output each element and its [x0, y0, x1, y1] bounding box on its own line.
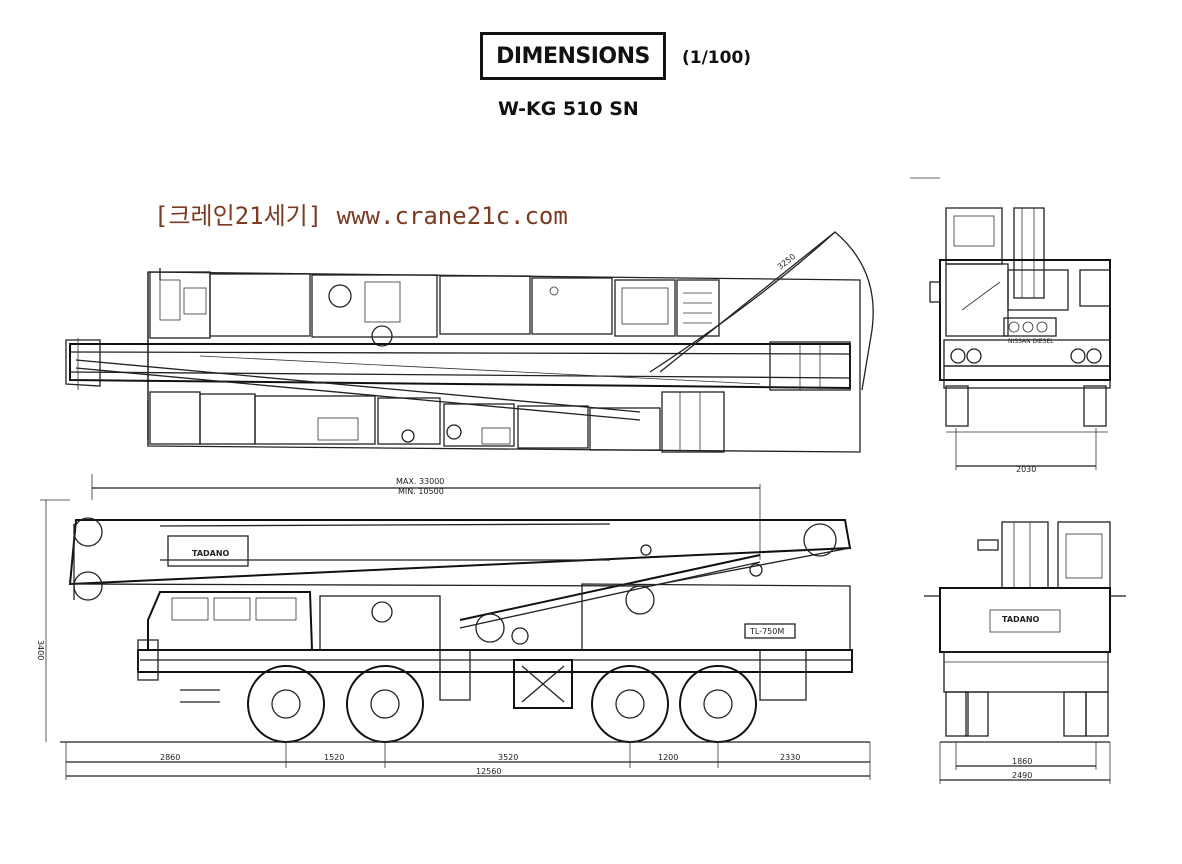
- segment-2-label: 1520: [324, 753, 344, 762]
- scale-label: (1/100): [682, 48, 752, 68]
- front-width-label: 2030: [1016, 465, 1036, 474]
- tadano-logo-side: TADANO: [192, 549, 230, 558]
- front-plate-label: NISSAN DIESEL: [1008, 338, 1054, 345]
- model-name: W-KG 510 SN: [498, 98, 639, 120]
- radius-label: 3250: [776, 252, 798, 272]
- boom-model-label: TL-750M: [749, 627, 784, 636]
- segment-4-label: 1200: [658, 753, 678, 762]
- boom-min-label: MIN. 10500: [398, 487, 444, 496]
- rear-track-label: 1860: [1012, 757, 1032, 766]
- watermark-text: [크레인21세기] www.crane21c.com: [154, 202, 568, 230]
- front-view: [910, 177, 1111, 470]
- rear-width-label: 2490: [1012, 771, 1032, 780]
- tadano-logo-rear: TADANO: [1002, 615, 1040, 624]
- overall-length-label: 12560: [476, 767, 501, 776]
- top-view: [65, 231, 874, 453]
- segment-5-label: 2330: [780, 753, 800, 762]
- page-title: DIMENSIONS: [480, 32, 666, 80]
- segment-1-label: 2860: [160, 753, 180, 762]
- side-view: [40, 474, 871, 780]
- segment-3-label: 3520: [498, 753, 518, 762]
- rear-view: [924, 521, 1126, 784]
- height-label: 3400: [36, 640, 45, 660]
- boom-max-label: MAX. 33000: [396, 477, 444, 486]
